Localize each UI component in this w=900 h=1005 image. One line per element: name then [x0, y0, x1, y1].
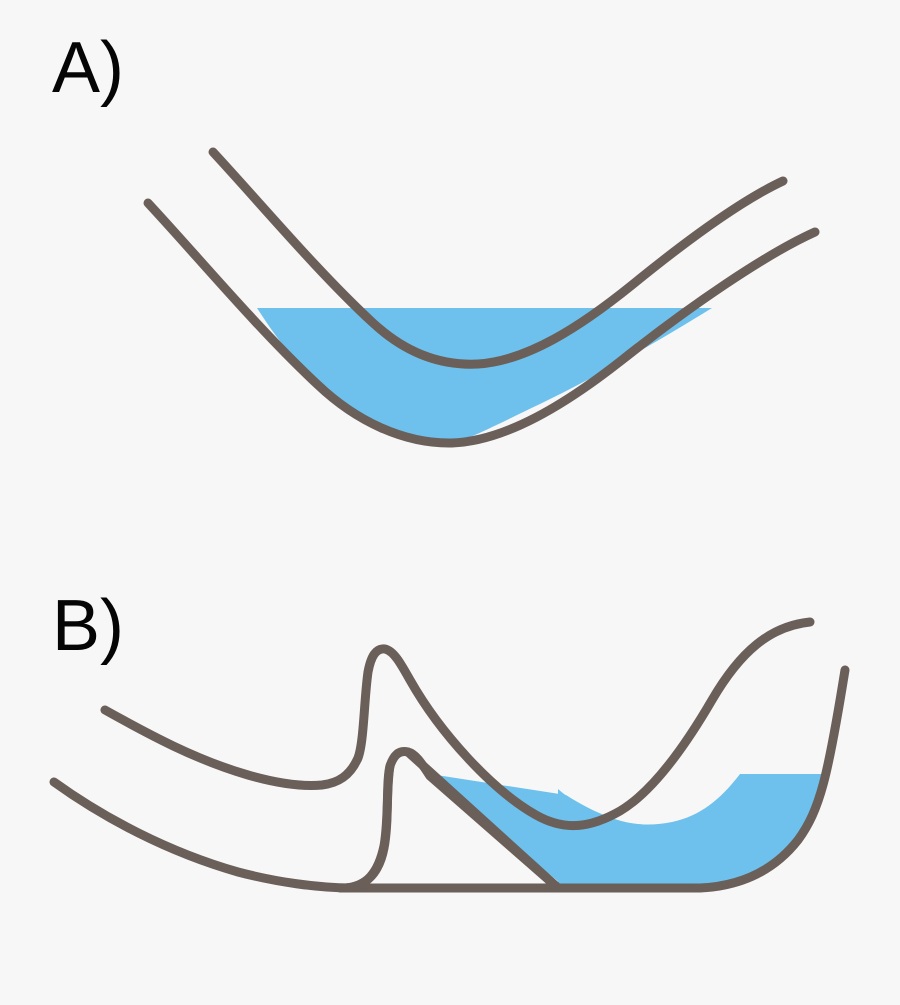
- panel-a-water-body: [257, 308, 712, 443]
- panel-b-back-ridge-line: [100, 617, 815, 831]
- panel-b-water-body-main: [430, 774, 830, 888]
- panel-b: B): [49, 586, 850, 893]
- panel-a-label: A): [52, 28, 124, 108]
- panel-b-label: B): [52, 586, 124, 666]
- panel-a: A): [52, 28, 820, 448]
- panel-b-near-peak-left-flank: [341, 761, 395, 893]
- panel-b-near-peak-right-flank: [403, 747, 563, 893]
- panel-a-front-ridge-line: [143, 198, 820, 448]
- panel-a-back-ridge-line: [208, 147, 788, 369]
